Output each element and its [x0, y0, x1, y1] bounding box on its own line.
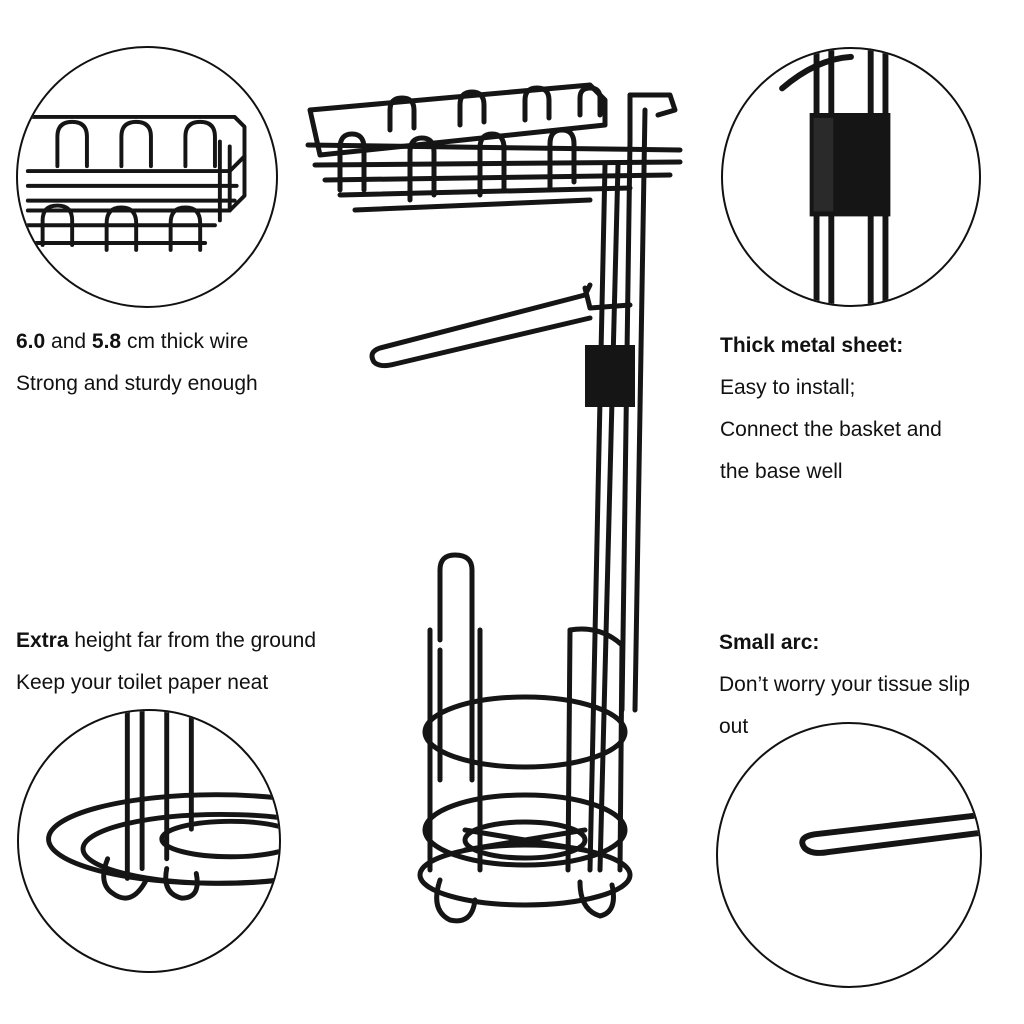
wire-caption-line2: Strong and sturdy enough	[16, 372, 258, 395]
arc-caption-line3: out	[719, 715, 749, 738]
arc-closeup-icon	[799, 812, 980, 856]
sheet-caption-title: Thick metal sheet:	[720, 334, 904, 357]
wire-caption: 6.0 and 5.8 cm thick wire Strong and stu…	[16, 321, 258, 405]
height-caption: Extra height far from the ground Keep yo…	[16, 620, 316, 704]
sheet-closeup-icon	[779, 49, 891, 305]
wire-rest: cm thick wire	[121, 330, 249, 353]
height-lead: Extra	[16, 629, 69, 652]
wire-value-a: 6.0	[16, 330, 46, 353]
height-rest: height far from the ground	[68, 629, 317, 652]
height-caption-line2: Keep your toilet paper neat	[16, 671, 269, 694]
basket-detail-image	[16, 46, 278, 308]
sheet-caption-line2: Easy to install;	[720, 376, 856, 399]
wire-value-b: 5.8	[91, 330, 122, 353]
wire-caption-line1: 6.0 and 5.8 cm thick wire	[16, 321, 258, 363]
basket-closeup-icon	[25, 114, 247, 252]
arc-caption-title: Small arc:	[719, 631, 820, 654]
arc-caption: Small arc: Don’t worry your tissue slip …	[719, 622, 970, 748]
arc-detail-image	[716, 722, 982, 988]
height-caption-line1: Extra height far from the ground	[16, 620, 316, 662]
sheet-caption-line3: Connect the basket and	[720, 418, 942, 441]
sheet-detail-image	[721, 47, 981, 307]
base-detail-image	[17, 709, 281, 973]
product-image	[300, 70, 690, 950]
sheet-caption-line4: the base well	[720, 460, 843, 483]
base-closeup-icon	[46, 711, 279, 901]
arc-caption-line2: Don’t worry your tissue slip	[719, 673, 970, 696]
wire-joiner: and	[45, 330, 92, 353]
sheet-caption: Thick metal sheet: Easy to install; Conn…	[720, 325, 942, 493]
toilet-paper-stand-icon	[305, 82, 683, 924]
